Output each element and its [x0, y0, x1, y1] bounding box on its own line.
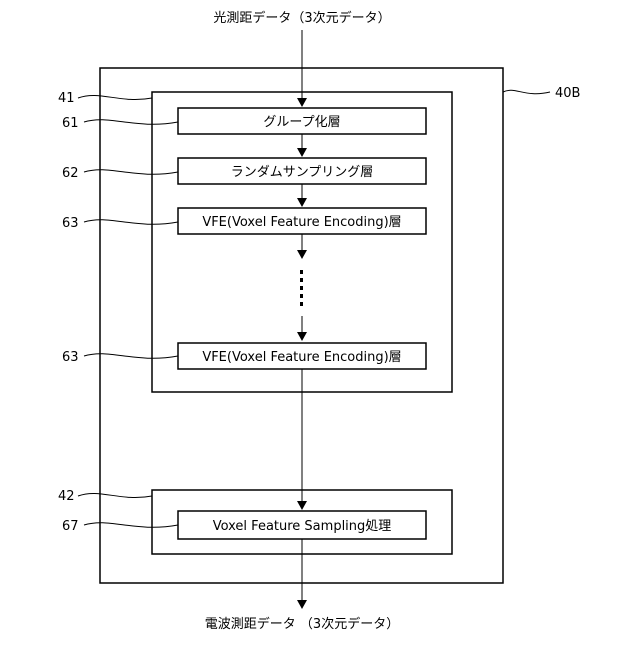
input-data-label: 光測距データ（3次元データ）	[213, 10, 390, 26]
leader-line-40b	[503, 90, 550, 93]
layer-label-grouping: グループ化層	[263, 115, 340, 130]
ref-label-61: 61	[62, 116, 79, 131]
ref-label-63-first: 63	[62, 216, 79, 231]
ref-label-62: 62	[62, 166, 79, 181]
leader-line-67	[84, 523, 178, 528]
process-label-sampling: Voxel Feature Sampling処理	[213, 519, 392, 534]
layer-label-vfe-first: VFE(Voxel Feature Encoding)層	[202, 215, 401, 230]
ref-label-40b: 40B	[555, 86, 580, 101]
leader-line-41	[78, 95, 152, 99]
output-data-label: 電波測距データ （3次元データ）	[205, 616, 399, 632]
ellipsis-dots	[300, 270, 303, 306]
leader-line-42	[78, 493, 152, 497]
ref-label-63-last: 63	[62, 350, 79, 365]
leader-line-63-last	[84, 354, 178, 359]
leader-line-61	[84, 120, 178, 125]
layer-label-random-sampling: ランダムサンプリング層	[231, 165, 374, 180]
leader-line-62	[84, 170, 178, 175]
ref-label-42: 42	[58, 489, 75, 504]
leader-line-63-first	[84, 220, 178, 225]
ref-label-41: 41	[58, 91, 75, 106]
layer-label-vfe-last: VFE(Voxel Feature Encoding)層	[202, 350, 401, 365]
ref-label-67: 67	[62, 519, 79, 534]
